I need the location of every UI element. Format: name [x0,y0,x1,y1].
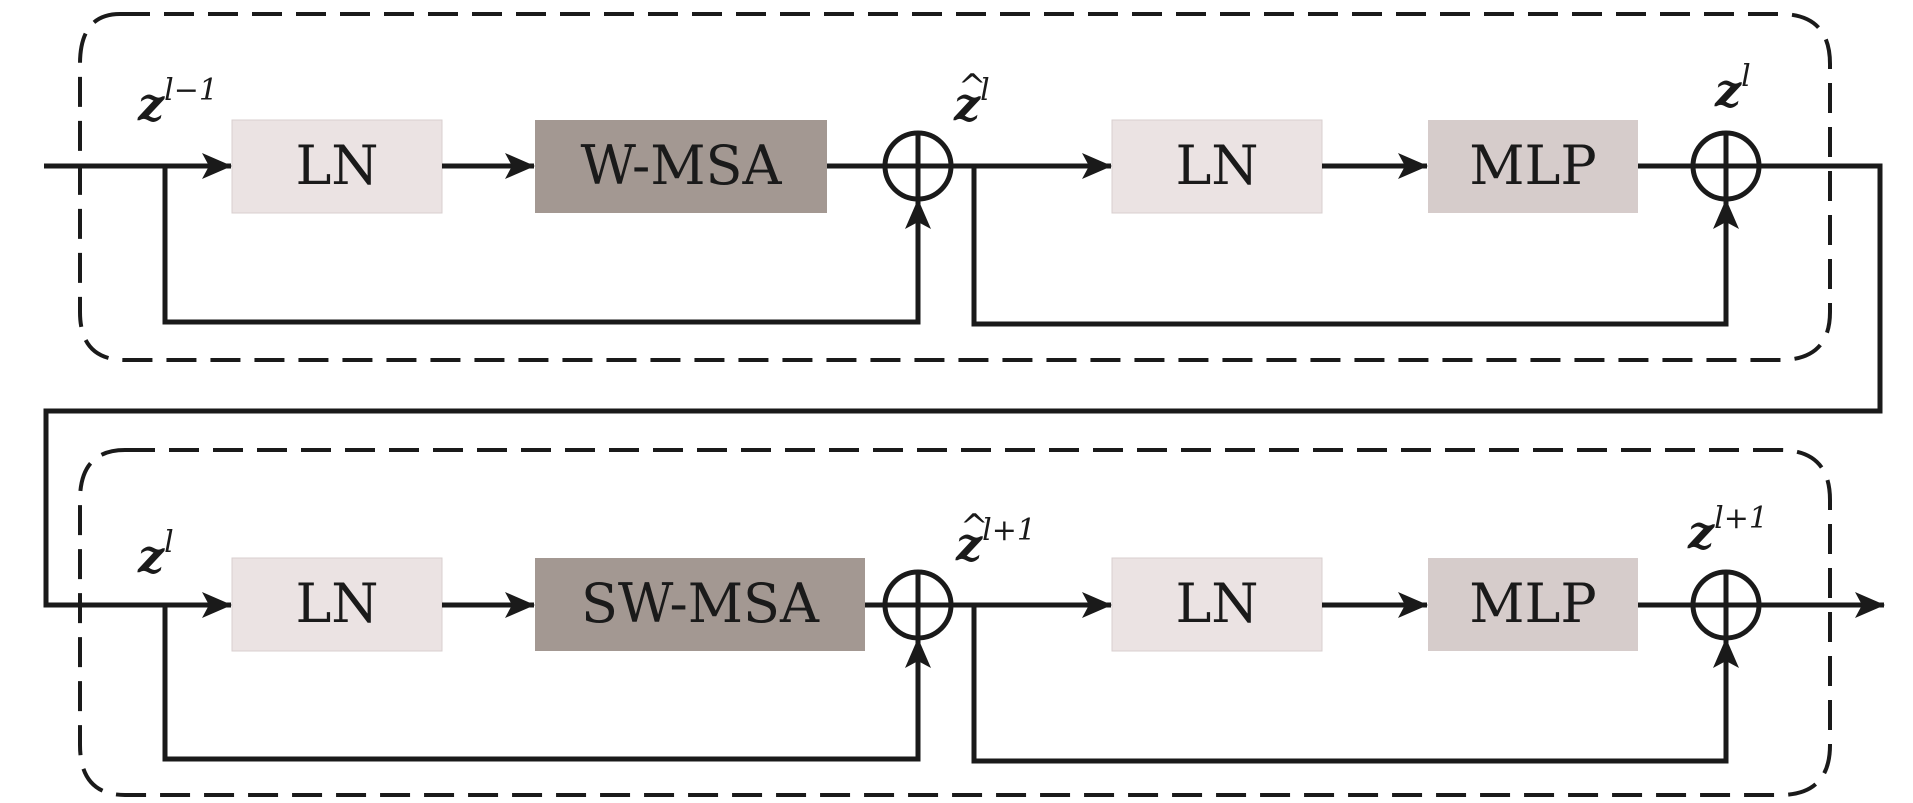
block-1-add-node-1 [882,130,954,202]
block-1-skip-connection-2 [971,166,1739,327]
block-1-out-var: zl [1714,59,1751,117]
block-2-attn-label: SW-MSA [581,572,820,635]
block-1-ln2-label: LN [1175,134,1258,197]
block-2-skip-connection-2 [971,605,1739,764]
block-2-dashed-border [78,448,1832,797]
block-2-mlp-label: MLP [1469,572,1597,635]
block-1-mid-var-hat: ^ [958,67,987,107]
block-2: LN SW-MSA LN MLP zl ^ zl+1 [78,448,1885,797]
block-2-ln2-box [1111,557,1323,652]
block-2-mid-var-hat: ^ [960,507,989,547]
block-2-mlp-box [1428,558,1638,651]
block-2-mid-var: zl+1 [955,513,1036,571]
block-1-mlp-box [1428,120,1638,213]
block-2-add-node-1 [882,569,954,641]
block-1-mid-var: zl [953,73,990,131]
block-1-mlp-label: MLP [1469,134,1597,197]
block-1: LN W-MSA LN MLP zl−1 ^ [44,12,1832,362]
block-2-ln1-label: LN [295,572,378,635]
block-1-ln1-label: LN [295,134,378,197]
block-1-attn-label: W-MSA [580,134,782,197]
block-1-ln2-box [1111,119,1323,214]
block-2-out-var: zl+1 [1687,501,1768,559]
block-2-input-var: zl [137,525,174,583]
block-2-ln2-label: LN [1175,572,1258,635]
block-1-attn-box [535,120,827,213]
block-1-dashed-border [78,12,1832,362]
block-1-add-node-2 [1690,130,1762,202]
block-1-skip-connection-1 [162,166,931,325]
block-1-input-var: zl−1 [137,73,218,131]
block-2-add-node-2 [1690,569,1762,641]
block-2-skip-connection-1 [162,605,931,762]
block-2-attn-box [535,558,865,651]
block-1-ln1-box [231,119,443,214]
inter-block-connector [43,163,1883,618]
